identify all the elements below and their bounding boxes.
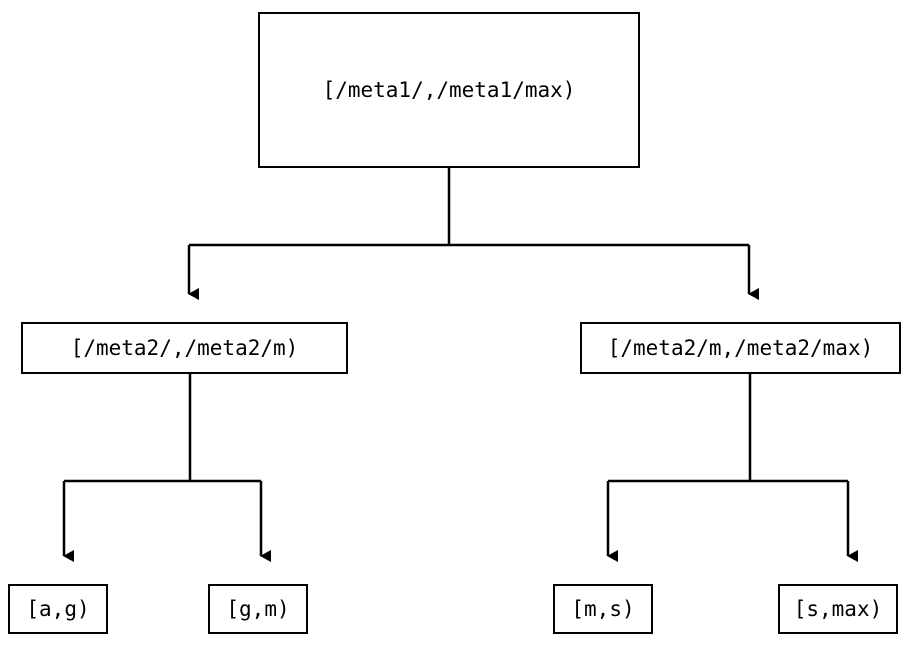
node-mid-left-label: [/meta2/,/meta2/m) (70, 336, 299, 360)
node-leaf-ms[interactable]: [m,s) (553, 584, 653, 634)
node-leaf-ag[interactable]: [a,g) (8, 584, 108, 634)
node-leaf-gm-label: [g,m) (226, 597, 290, 621)
node-root[interactable]: [/meta1/,/meta1/max) (258, 12, 640, 168)
node-mid-right[interactable]: [/meta2/m,/meta2/max) (580, 322, 901, 374)
node-leaf-smax-label: [s,max) (793, 597, 883, 621)
node-leaf-gm[interactable]: [g,m) (208, 584, 308, 634)
node-mid-right-label: [/meta2/m,/meta2/max) (607, 336, 874, 360)
node-leaf-ms-label: [m,s) (571, 597, 635, 621)
node-root-label: [/meta1/,/meta1/max) (322, 78, 576, 102)
node-leaf-smax[interactable]: [s,max) (778, 584, 898, 634)
node-mid-left[interactable]: [/meta2/,/meta2/m) (21, 322, 348, 374)
node-leaf-ag-label: [a,g) (26, 597, 90, 621)
